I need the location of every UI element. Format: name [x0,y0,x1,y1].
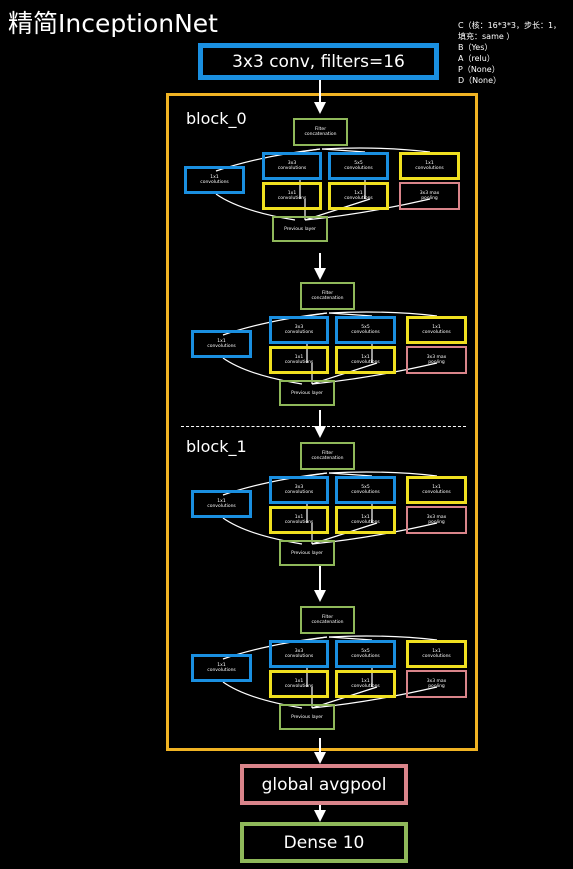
previous-layer-box: Previous layer [279,380,335,406]
legend-line: P（None） [458,65,500,74]
conv-1x1-side-box: 1x1 convolutions [191,490,252,518]
conv-1x1-reduce-a-box: 1x1 convolutions [269,506,329,534]
conv-1x1-right-box: 1x1 convolutions [406,316,467,344]
conv-1x1-right-box: 1x1 convolutions [406,476,467,504]
conv-1x1-side-box: 1x1 convolutions [184,166,245,194]
conv-1x1-right-box: 1x1 convolutions [406,640,467,668]
inception-module: Filter concatenation 1x1 convolutions 3x… [187,440,477,570]
legend-line: C（核：16*3*3，步长：1， [458,21,562,30]
conv-5x5-branch-box: 5x5 convolutions [335,640,396,668]
filter-concat-box: Filter concatenation [300,606,355,634]
maxpool-box: 3x3 max pooling [406,670,467,698]
inception-module: Filter concatenation 1x1 convolutions 3x… [187,280,477,410]
maxpool-box: 3x3 max pooling [406,506,467,534]
dense-box: Dense 10 [240,822,408,863]
conv-1x1-reduce-a-box: 1x1 convolutions [269,346,329,374]
legend-line: 填充：same ） [458,32,515,41]
previous-layer-box: Previous layer [279,704,335,730]
config-legend: C（核：16*3*3，步长：1， 填充：same ） B（Yes） A（relu… [458,20,561,86]
conv-1x1-reduce-b-box: 1x1 convolutions [335,506,396,534]
conv-1x1-reduce-b-box: 1x1 convolutions [335,346,396,374]
maxpool-box: 3x3 max pooling [399,182,460,210]
conv-5x5-branch-box: 5x5 convolutions [335,476,396,504]
legend-line: A（relu） [458,54,495,63]
filter-concat-box: Filter concatenation [293,118,348,146]
conv-1x1-side-box: 1x1 convolutions [191,330,252,358]
legend-line: D（None） [458,76,502,85]
inception-module: Filter concatenation 1x1 convolutions 3x… [180,116,470,246]
global-avgpool-box: global avgpool [240,764,408,805]
conv-1x1-reduce-a-box: 1x1 convolutions [269,670,329,698]
legend-line: B（Yes） [458,43,493,52]
conv-3x3-branch-box: 3x3 convolutions [269,640,329,668]
conv-3x3-branch-box: 3x3 convolutions [262,152,322,180]
conv-1x1-side-box: 1x1 convolutions [191,654,252,682]
blocks-frame [166,93,478,751]
conv-1x1-reduce-b-box: 1x1 convolutions [328,182,389,210]
conv-3x3-branch-box: 3x3 convolutions [269,316,329,344]
conv-5x5-branch-box: 5x5 convolutions [328,152,389,180]
inception-module: Filter concatenation 1x1 convolutions 3x… [187,604,477,734]
conv-1x1-reduce-a-box: 1x1 convolutions [262,182,322,210]
conv-5x5-branch-box: 5x5 convolutions [335,316,396,344]
conv-1x1-reduce-b-box: 1x1 convolutions [335,670,396,698]
conv-3x3-box: 3x3 conv, filters=16 [198,43,439,80]
previous-layer-box: Previous layer [272,216,328,242]
filter-concat-box: Filter concatenation [300,442,355,470]
maxpool-box: 3x3 max pooling [406,346,467,374]
block-0-label: block_0 [186,109,247,128]
previous-layer-box: Previous layer [279,540,335,566]
page-title: 精简InceptionNet [8,9,218,38]
block-1-label: block_1 [186,437,247,456]
conv-3x3-branch-box: 3x3 convolutions [269,476,329,504]
conv-1x1-right-box: 1x1 convolutions [399,152,460,180]
filter-concat-box: Filter concatenation [300,282,355,310]
